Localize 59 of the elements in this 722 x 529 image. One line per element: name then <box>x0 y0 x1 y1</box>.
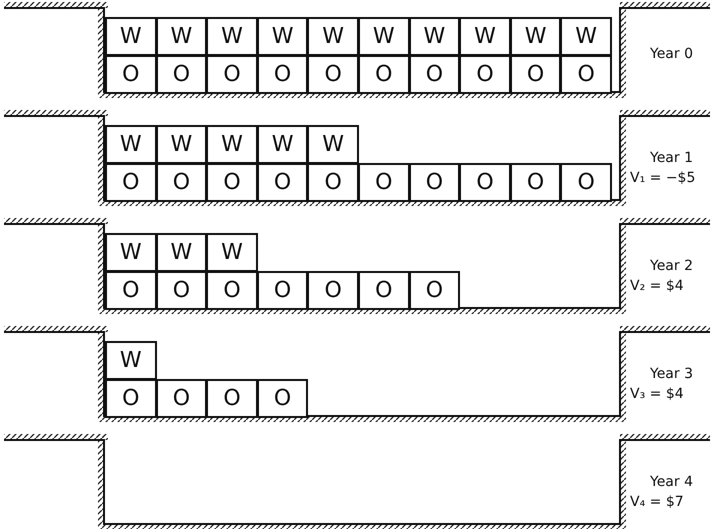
year-label: V₄ = $7 <box>630 494 684 510</box>
block-tile: O <box>560 55 612 94</box>
block-tile: O <box>307 271 359 310</box>
block-tile: O <box>459 163 511 202</box>
block-tile: O <box>459 55 511 94</box>
block-tile: O <box>256 271 308 310</box>
block-tile: W <box>156 233 208 272</box>
block-tile: W <box>307 17 359 56</box>
block-tile: W <box>206 233 258 272</box>
year-label: V₃ = $4 <box>630 386 684 402</box>
block-tile: W <box>156 125 208 164</box>
block-tile: O <box>307 55 359 94</box>
year-label: Year 1 <box>650 150 693 166</box>
block-tile: O <box>156 379 208 418</box>
block-tile: W <box>408 17 460 56</box>
block-tile: W <box>459 17 511 56</box>
year-label: Year 2 <box>650 258 693 274</box>
block-tile: O <box>358 163 410 202</box>
block-tile: O <box>408 55 460 94</box>
block-tile: W <box>105 125 157 164</box>
block-tile: W <box>206 17 258 56</box>
block-tile: O <box>408 271 460 310</box>
block-tile: O <box>358 55 410 94</box>
block-tile: O <box>307 163 359 202</box>
block-tile: O <box>206 163 258 202</box>
year-label: Year 0 <box>650 46 693 62</box>
block-tile: W <box>105 17 157 56</box>
block-tile: W <box>307 125 359 164</box>
block-tile: O <box>105 379 157 418</box>
block-tile: O <box>105 163 157 202</box>
block-tile: W <box>105 341 157 380</box>
block-tile: W <box>256 17 308 56</box>
block-tile: W <box>105 233 157 272</box>
block-tile: W <box>206 125 258 164</box>
block-tile: O <box>105 55 157 94</box>
block-tile: O <box>358 271 410 310</box>
block-tile: O <box>256 55 308 94</box>
year-label: Year 3 <box>650 366 693 382</box>
block-tile: W <box>510 17 562 56</box>
year-label: Year 4 <box>650 474 693 490</box>
block-tile: O <box>206 379 258 418</box>
block-tile: O <box>156 163 208 202</box>
block-tile: O <box>510 55 562 94</box>
block-tile: O <box>105 271 157 310</box>
block-tile: O <box>156 271 208 310</box>
block-tile: O <box>408 163 460 202</box>
block-tile: O <box>206 271 258 310</box>
block-tile: O <box>256 163 308 202</box>
year-label: V₁ = −$5 <box>630 170 696 186</box>
block-tile: W <box>358 17 410 56</box>
block-tile: O <box>256 379 308 418</box>
block-tile: O <box>156 55 208 94</box>
block-tile: O <box>510 163 562 202</box>
block-tile: O <box>560 163 612 202</box>
block-tile: O <box>206 55 258 94</box>
block-tile: W <box>256 125 308 164</box>
block-tile: W <box>560 17 612 56</box>
block-tile: W <box>156 17 208 56</box>
year-label: V₂ = $4 <box>630 278 684 294</box>
